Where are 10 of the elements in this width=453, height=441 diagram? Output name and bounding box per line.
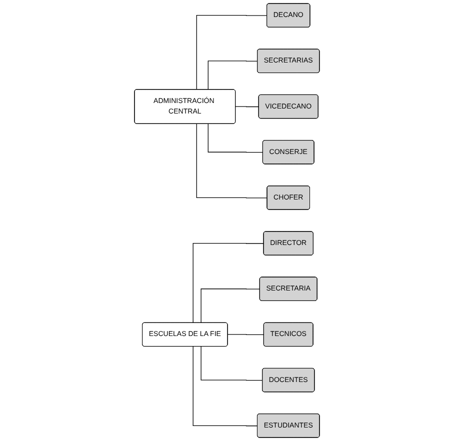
connector [207,124,263,153]
connector [234,106,259,108]
connector [192,346,258,426]
connector [226,334,264,336]
connector [207,60,258,90]
connector [196,124,268,198]
connector [200,346,262,381]
connector [196,15,267,90]
connector [200,288,260,324]
connector [192,242,264,324]
